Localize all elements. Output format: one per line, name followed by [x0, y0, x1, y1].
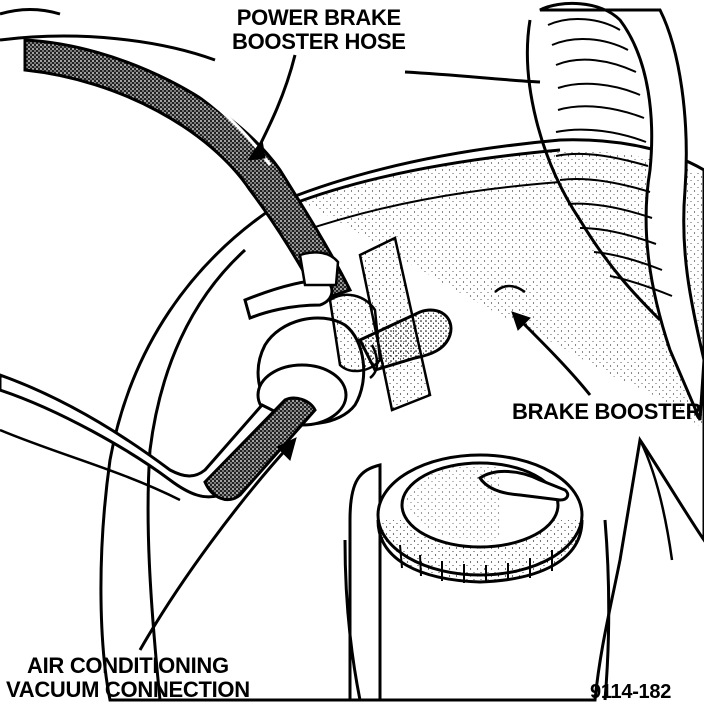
- leader-brake-booster: [494, 284, 592, 396]
- cap-shading: [405, 461, 500, 542]
- booster-rim-inner: [299, 181, 561, 233]
- booster-rim: [289, 148, 561, 207]
- label-line: AIR CONDITIONING: [27, 653, 229, 678]
- label-line: BOOSTER HOSE: [232, 29, 406, 54]
- label-ac-vacuum-connection: AIR CONDITIONING VACUUM CONNECTION: [6, 654, 250, 702]
- ac-hose-shadow: [0, 428, 181, 502]
- check-valve: [256, 293, 453, 427]
- hose-right-edge: [526, 19, 662, 322]
- booster-right-contour: [638, 439, 674, 561]
- booster-shading: [300, 150, 704, 430]
- body-contour-line: [404, 70, 541, 84]
- leader-power-brake-hose: [246, 54, 297, 161]
- reservoir-cap: [343, 453, 611, 702]
- hose-clamp: [243, 251, 340, 321]
- label-line: POWER BRAKE: [236, 5, 401, 30]
- ac-hose-sleeve: [203, 396, 317, 501]
- figure-number-text: 9114-182: [590, 681, 672, 703]
- body-contour-line: [0, 34, 216, 62]
- label-brake-booster: BRAKE BOOSTER: [512, 399, 702, 424]
- booster-side-contour: [146, 248, 247, 701]
- leader-ac-vacuum: [138, 437, 297, 651]
- label-power-brake-booster-hose: POWER BRAKE BOOSTER HOSE: [232, 6, 406, 54]
- body-contour-line: [0, 8, 61, 16]
- label-line: VACUUM CONNECTION: [6, 677, 250, 702]
- figure-number: 9114-182: [590, 680, 671, 704]
- corrugated-hose: [539, 1, 704, 421]
- label-line: BRAKE BOOSTER: [512, 399, 702, 424]
